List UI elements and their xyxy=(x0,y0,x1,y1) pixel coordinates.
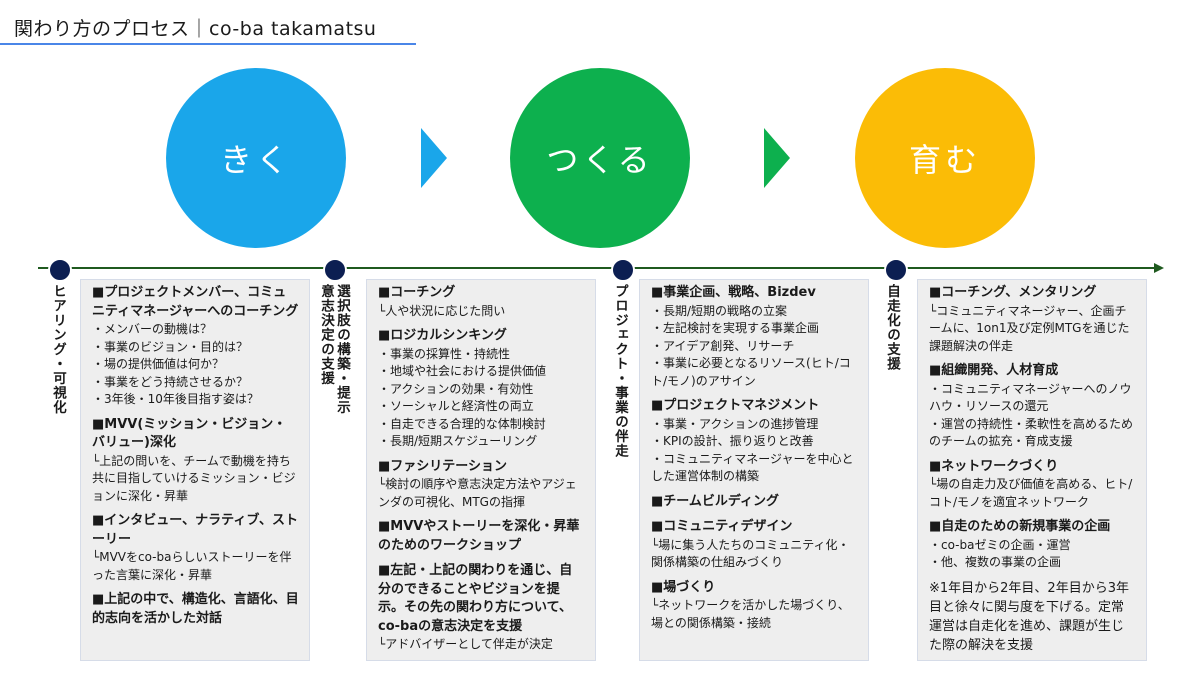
timeline-dot xyxy=(323,258,347,282)
timeline-dot xyxy=(611,258,635,282)
section-heading: ■ロジカルシンキング xyxy=(378,328,507,343)
section-line: └ネットワークを活かした場づくり、場との関係構築・接続 xyxy=(651,598,850,630)
panel-section: ■左記・上記の関わりを通じ、自分のできることやビジョンを提示。その先の関わり方に… xyxy=(378,562,585,654)
section-line: ・ソーシャルと経済性の両立 xyxy=(378,399,534,413)
section-line: ・事業に必要となるリソース(ヒト/コト/モノ)のアサイン xyxy=(651,356,851,388)
phase-label-hearing: ヒアリング・可視化 xyxy=(50,284,66,415)
panel-section: ■チームビルディング xyxy=(651,493,858,512)
section-line: ・アイデア創発、リサーチ xyxy=(651,338,795,353)
circle-listen: きく xyxy=(166,68,346,248)
section-heading: ■ネットワークづくり xyxy=(929,458,1059,474)
panel-section: ■コミュニティデザイン └場に集う人たちのコミュニティ化・関係構築の仕組みづくり xyxy=(651,518,858,572)
section-heading: ■プロジェクトマネジメント xyxy=(651,398,820,413)
section-line: ・他、複数の事業の企画 xyxy=(929,555,1062,569)
title-underline xyxy=(0,43,416,45)
panel-section: ■事業企画、戦略、Bizdev ・長期/短期の戦略の立案 ・左記検討を実現する事… xyxy=(651,284,858,390)
section-line: └場の自走力及び価値を高める、ヒト/コト/モノを適宜ネットワーク xyxy=(929,477,1133,509)
section-heading: ■自走のための新規事業の企画 xyxy=(929,519,1111,534)
panel-section: ■プロジェクトマネジメント ・事業・アクションの進捗管理 ・KPIの設計、振り返… xyxy=(651,397,858,486)
section-line: ・地域や社会における提供価値 xyxy=(378,364,547,378)
section-heading: ■MVVやストーリーを深化・昇華のためのワークショップ xyxy=(378,519,580,553)
section-line: ・事業・アクションの進捗管理 xyxy=(651,416,819,431)
circle-make: つくる xyxy=(510,68,690,248)
section-heading: ■事業企画、戦略、Bizdev xyxy=(651,285,816,300)
section-heading: ■左記・上記の関わりを通じ、自分のできることやビジョンを提示。その先の関わり方に… xyxy=(378,563,573,634)
section-line: └MVVをco-baらしいストーリーを伴った言葉に深化・昇華 xyxy=(92,550,292,582)
panel-section: ■インタビュー、ナラティブ、ストーリー └MVVをco-baらしいストーリーを伴… xyxy=(92,512,299,584)
section-line: ・コミュニティマネージャーへのノウハウ・リソースの還元 xyxy=(929,381,1132,414)
panel-section: ■ネットワークづくり └場の自走力及び価値を高める、ヒト/コト/モノを適宜ネット… xyxy=(929,458,1136,512)
timeline-dot xyxy=(884,258,908,282)
section-line: └検討の順序や意志決定方法やアジェンダの可視化、MTGの指揮 xyxy=(378,477,577,509)
section-heading: ■コミュニティデザイン xyxy=(651,519,793,534)
timeline-arrow xyxy=(38,263,1164,273)
panel-section: ■コーチング、メンタリング └コミュニティマネージャー、企画チームに、1on1及… xyxy=(929,284,1136,355)
section-heading: ■プロジェクトメンバー、コミュニティマネージャーへのコーチング xyxy=(92,285,299,319)
phase-label-autonomy: 自走化の支援 xyxy=(884,284,900,371)
panel-section: ■自走のための新規事業の企画 ・co-baゼミの企画・運営 ・他、複数の事業の企… xyxy=(929,518,1136,572)
panel-section: ■上記の中で、構造化、言語化、目的志向を活かした対話 xyxy=(92,591,299,628)
section-line: └場に集う人たちのコミュニティ化・関係構築の仕組みづくり xyxy=(651,537,850,570)
panel-autonomy: ■コーチング、メンタリング └コミュニティマネージャー、企画チームに、1on1及… xyxy=(917,279,1147,661)
section-line: ・3年後・10年後目指す姿は？ xyxy=(92,392,259,406)
section-line: ・場の提供価値は何か？ xyxy=(92,357,225,371)
section-heading: ■コーチング、メンタリング xyxy=(929,285,1097,300)
section-heading: ■組織開発、人材育成 xyxy=(929,363,1059,378)
circle-grow: 育む xyxy=(855,68,1035,248)
panel-section: ■MVV(ミッション・ビジョン・バリュー)深化 └上記の問いを、チームで動機を持… xyxy=(92,416,299,506)
panel-section: ■ロジカルシンキング ・事業の採算性・持続性 ・地域や社会における提供価値 ・ア… xyxy=(378,327,585,451)
section-line: ・事業のビジョン・目的は？ xyxy=(92,339,249,354)
section-line: ・自走できる合理的な体制検討 xyxy=(378,416,546,431)
panel-section: ■ファシリテーション └検討の順序や意志決定方法やアジェンダの可視化、MTGの指… xyxy=(378,458,585,512)
panel-section: ■MVVやストーリーを深化・昇華のためのワークショップ xyxy=(378,518,585,555)
section-line: ・運営の持続性・柔軟性を高めるためのチームの拡充・育成支援 xyxy=(929,416,1134,449)
section-line: ・長期/短期の戦略の立案 xyxy=(651,303,788,318)
section-line: └コミュニティマネージャー、企画チームに、1on1及び定例MTGを通じた課題解決… xyxy=(929,303,1130,353)
section-line: └上記の問いを、チームで動機を持ち共に目指していけるミッション・ビジョンに深化・… xyxy=(92,453,296,503)
panel-section: ■組織開発、人材育成 ・コミュニティマネージャーへのノウハウ・リソースの還元 ・… xyxy=(929,362,1136,451)
panel-project: ■事業企画、戦略、Bizdev ・長期/短期の戦略の立案 ・左記検討を実現する事… xyxy=(639,279,869,661)
section-line: └人や状況に応じた問い xyxy=(378,303,506,318)
section-heading: ■ファシリテーション xyxy=(378,458,508,474)
section-heading: ■インタビュー、ナラティブ、ストーリー xyxy=(92,513,298,547)
phase-label-project: プロジェクト・事業の伴走 xyxy=(612,284,628,458)
section-line: ・長期/短期スケジューリング xyxy=(378,434,538,448)
chevron-right-icon xyxy=(764,128,790,188)
section-heading: ■チームビルディング xyxy=(651,493,779,509)
panel-listen: ■プロジェクトメンバー、コミュニティマネージャーへのコーチング ・メンバーの動機… xyxy=(80,279,310,661)
timeline-dot xyxy=(48,258,72,282)
section-heading: ■場づくり xyxy=(651,579,716,595)
panel-section: ■場づくり └ネットワークを活かした場づくり、場との関係構築・接続 xyxy=(651,579,858,633)
section-line: ・アクションの効果・有効性 xyxy=(378,381,534,396)
panel-section: ■コーチング └人や状況に応じた問い xyxy=(378,284,585,320)
panel-options: ■コーチング └人や状況に応じた問い ■ロジカルシンキング ・事業の採算性・持続… xyxy=(366,279,596,661)
section-line: ・事業をどう持続させるか？ xyxy=(92,374,249,389)
section-line: ・コミュニティマネージャーを中心とした運営体制の構築 xyxy=(651,451,854,484)
section-line: └アドバイザーとして伴走が決定 xyxy=(378,637,553,651)
section-heading: ■上記の中で、構造化、言語化、目的志向を活かした対話 xyxy=(92,592,299,626)
section-line: ・KPIの設計、振り返りと改善 xyxy=(651,434,814,448)
section-line: ・事業の採算性・持続性 xyxy=(378,346,511,361)
section-heading: ■コーチング xyxy=(378,285,456,300)
section-line: ・メンバーの動機は？ xyxy=(92,322,213,336)
panel-note: ※1年目から2年目、2年目から3年目と徐々に関与度を下げる。定常運営は自走化を進… xyxy=(929,580,1129,653)
section-line: ・左記検討を実現する事業企画 xyxy=(651,321,820,335)
chevron-right-icon xyxy=(421,128,447,188)
section-line: ・co-baゼミの企画・運営 xyxy=(929,537,1071,552)
section-heading: ■MVV(ミッション・ビジョン・バリュー)深化 xyxy=(92,416,287,451)
page-title: 関わり方のプロセス｜co-ba takamatsu xyxy=(14,18,377,40)
panel-section: ■プロジェクトメンバー、コミュニティマネージャーへのコーチング ・メンバーの動機… xyxy=(92,284,299,409)
phase-label-options: 選択肢の構築・提示 意志決定の支援 xyxy=(318,284,350,415)
